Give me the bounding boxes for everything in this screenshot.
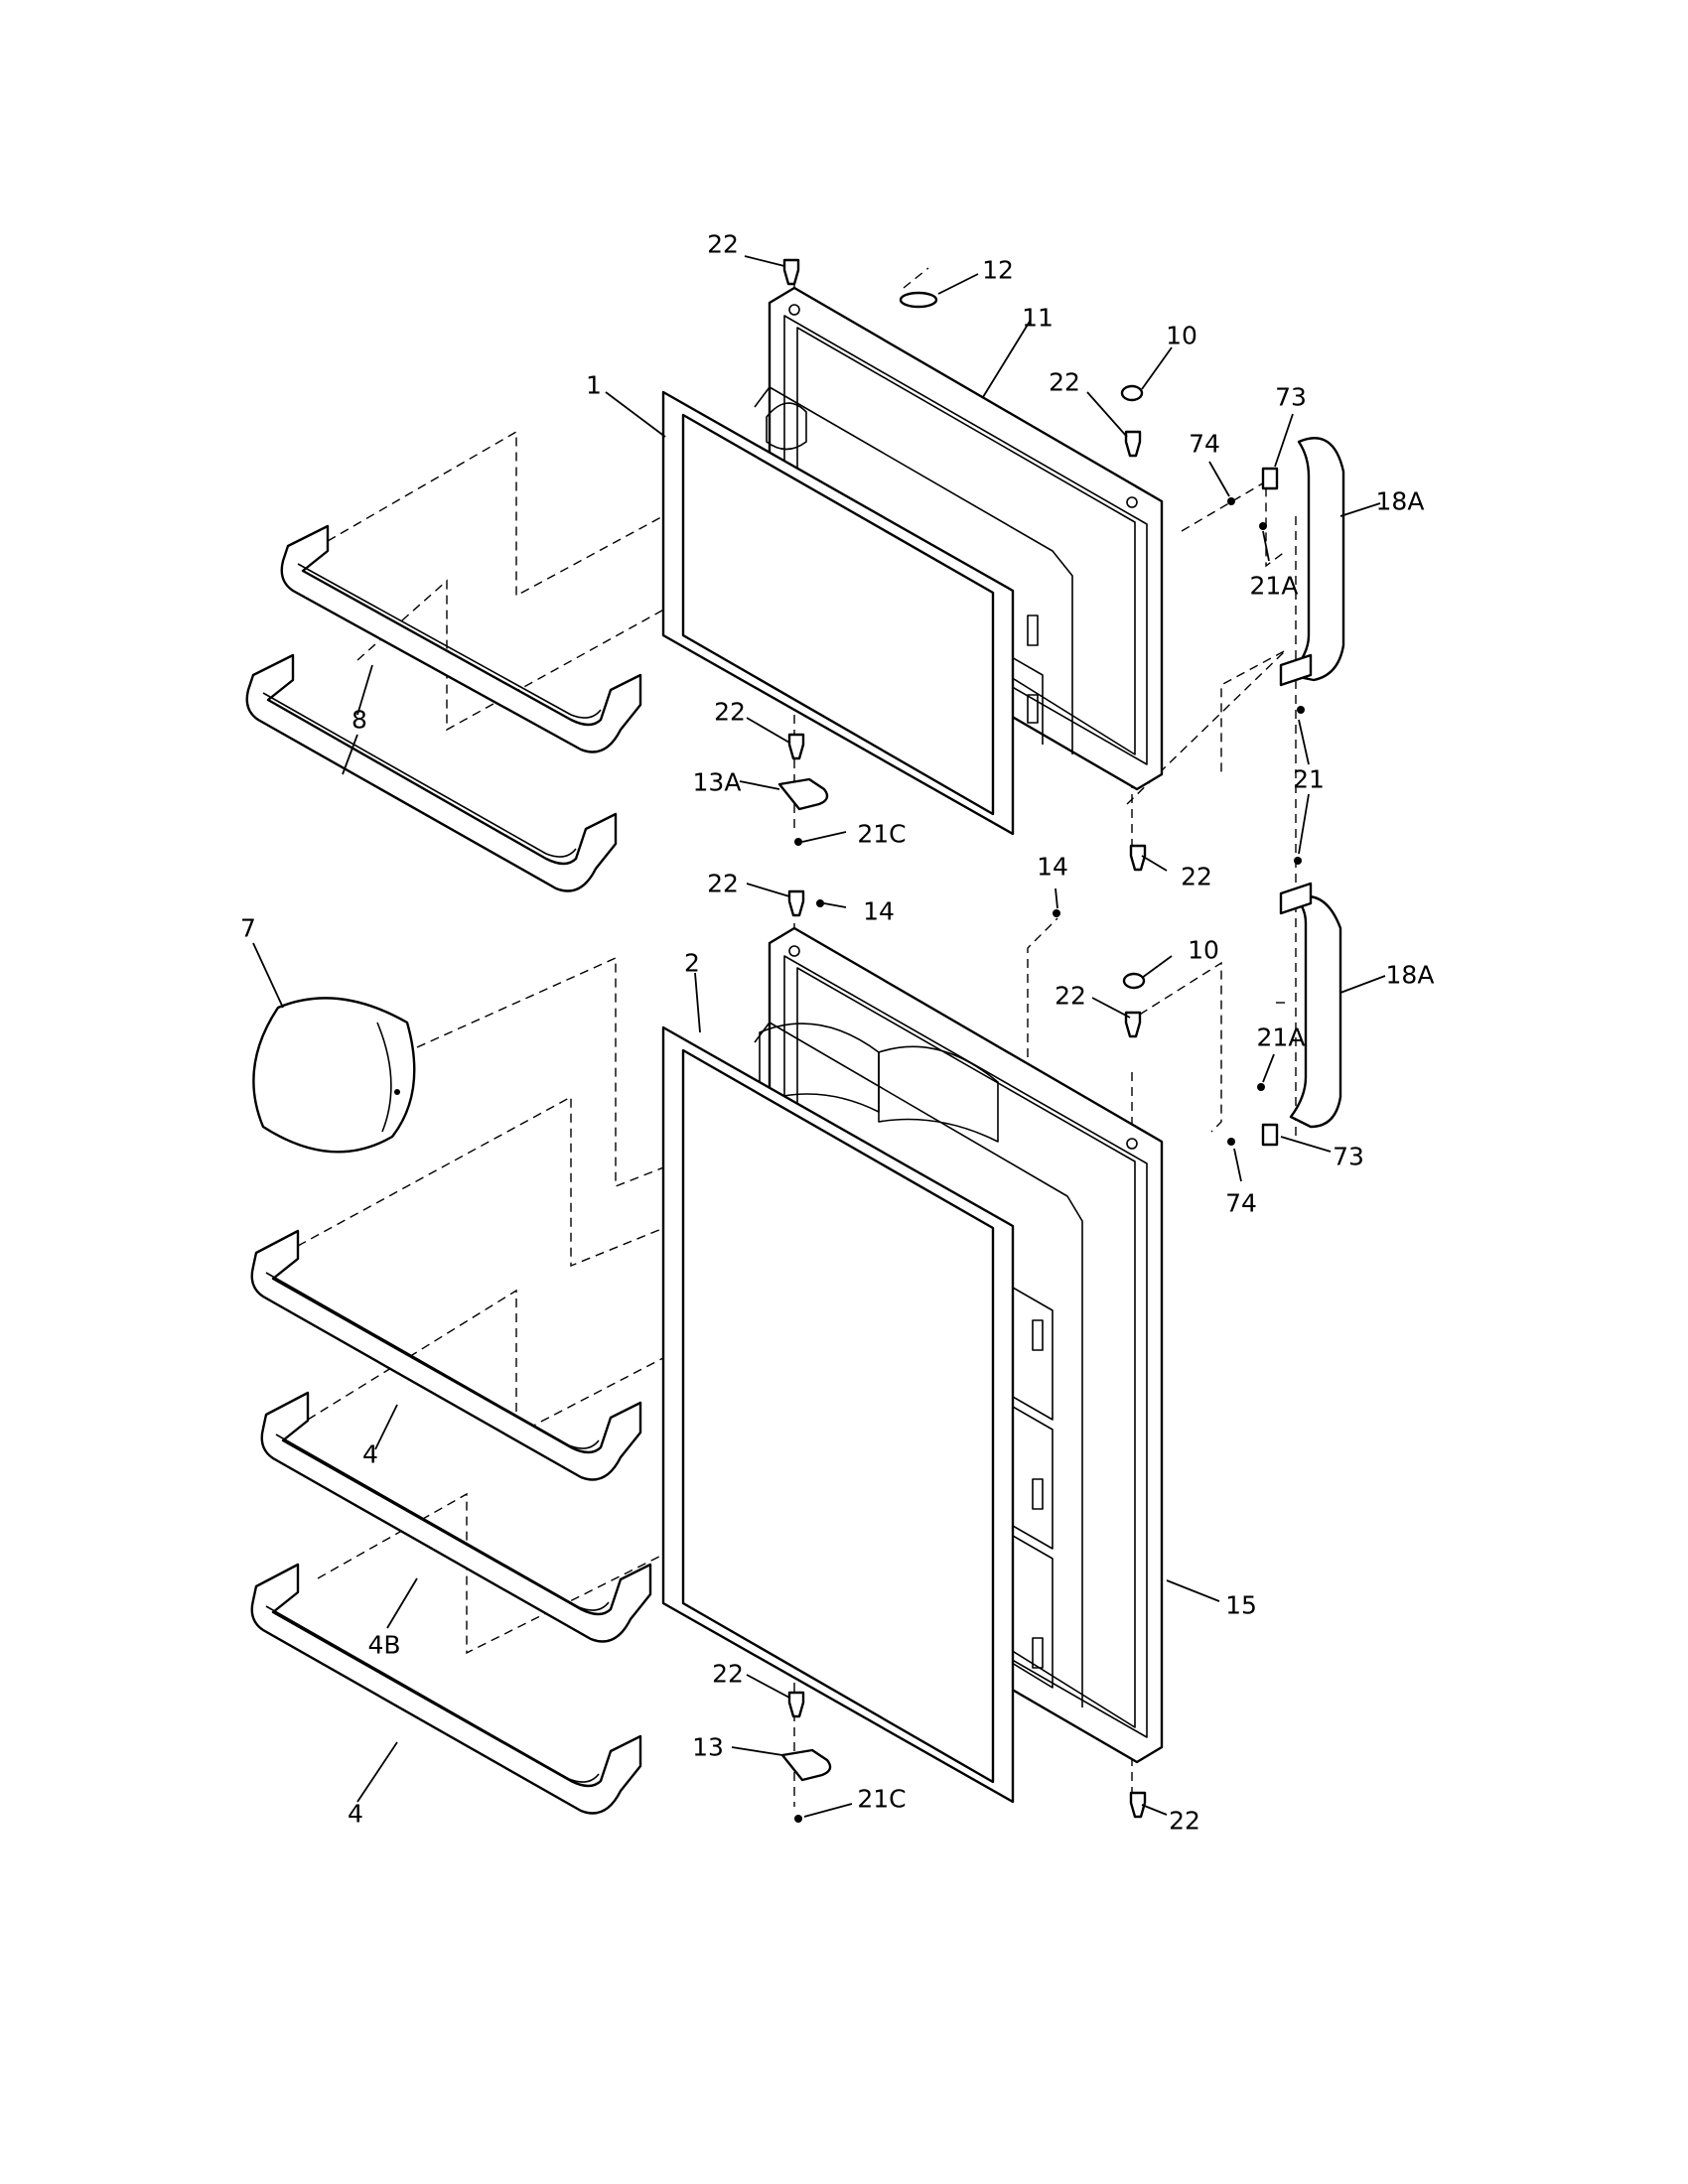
door-shelves <box>245 524 652 1815</box>
hinge-plate <box>777 777 832 1782</box>
callout-15: 15 <box>1225 1591 1257 1620</box>
callout-12: 12 <box>982 256 1014 285</box>
callout-18A-upper: 18A <box>1376 487 1425 516</box>
dairy-bin <box>252 997 416 1154</box>
shelf-4B <box>260 1391 652 1643</box>
callout-21A-lower: 21A <box>1257 1024 1306 1052</box>
callout-74-upper: 74 <box>1189 430 1220 459</box>
caps <box>899 291 1146 990</box>
callout-21C-upper: 21C <box>857 820 906 849</box>
callout-22-freezer-hinge: 22 <box>714 698 746 727</box>
callout-13: 13 <box>692 1733 724 1762</box>
callout-18A-lower: 18A <box>1386 961 1435 990</box>
callout-73-lower: 73 <box>1333 1143 1364 1171</box>
callout-10-lower: 10 <box>1188 936 1219 965</box>
callout-74-lower: 74 <box>1225 1189 1257 1218</box>
callout-11: 11 <box>1022 304 1054 333</box>
callout-22-freezer-bottom: 22 <box>1181 863 1212 891</box>
callout-22-fresh-top: 22 <box>707 870 739 898</box>
handle-clips <box>1261 467 1279 1147</box>
hinge-pin <box>782 258 1147 1819</box>
fresh-food-gasket <box>661 1025 1015 1804</box>
callout-22-fresh-bottom: 22 <box>1169 1807 1200 1836</box>
callout-21A-upper: 21A <box>1250 572 1299 601</box>
callout-22-fresh-hinge: 22 <box>712 1660 744 1689</box>
callout-14-right: 14 <box>1037 853 1068 882</box>
callout-73-upper: 73 <box>1275 383 1307 412</box>
screws <box>794 497 1305 1823</box>
callout-labels: 22 12 11 10 22 1 73 74 18A 21A 8 22 13A … <box>240 230 1434 1836</box>
callout-13A: 13A <box>693 768 742 797</box>
callout-21: 21 <box>1293 765 1325 794</box>
freezer-gasket <box>661 390 1015 836</box>
callout-4-lower: 4 <box>348 1800 363 1829</box>
callout-10-upper: 10 <box>1166 322 1197 350</box>
callout-2: 2 <box>684 949 700 978</box>
shelf-4-upper <box>250 1229 642 1481</box>
hardware <box>777 258 1305 1823</box>
callout-22-freezer-right: 22 <box>1049 368 1080 397</box>
callout-21C-lower: 21C <box>857 1785 906 1814</box>
callout-4B: 4B <box>367 1631 400 1660</box>
callout-8: 8 <box>352 706 367 735</box>
callout-4-upper: 4 <box>362 1440 378 1469</box>
callout-1: 1 <box>586 371 602 400</box>
callout-22-fresh-right: 22 <box>1055 982 1086 1011</box>
shelf-8-lower <box>245 653 618 892</box>
handles <box>1279 437 1345 1129</box>
callout-14-left: 14 <box>863 897 895 926</box>
callout-22-freezer-top: 22 <box>707 230 739 259</box>
callout-7: 7 <box>240 914 256 943</box>
shelf-8-upper <box>280 524 642 753</box>
leader-lines <box>252 255 1386 1818</box>
shelf-4-lower <box>250 1563 642 1815</box>
